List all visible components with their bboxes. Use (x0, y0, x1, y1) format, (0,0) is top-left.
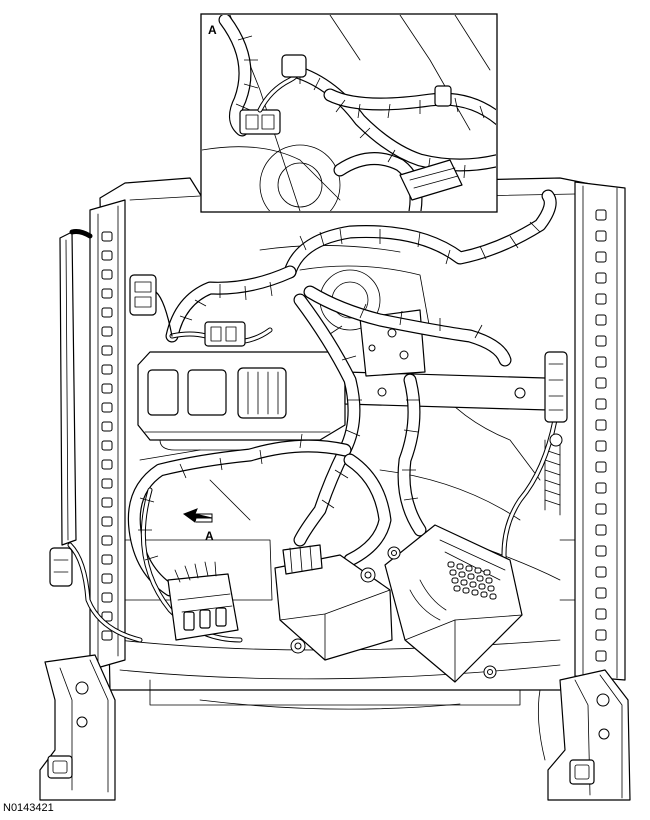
figure-reference-number: N0143421 (3, 802, 54, 814)
rail-slot (101, 326, 113, 337)
rail-slot (595, 314, 607, 326)
module-pin-slot (467, 573, 475, 580)
rail-slot (101, 630, 113, 641)
rail-slot (101, 421, 113, 432)
module-pin-slot (489, 593, 497, 600)
module-pin-slot (487, 585, 495, 592)
rail-slot (595, 524, 607, 536)
side-rail-connector (49, 547, 73, 587)
module-pin-slot (474, 567, 482, 574)
rail-slot (595, 650, 607, 662)
rail-slot (101, 288, 113, 299)
rail-slot (595, 209, 607, 221)
rail-slot (101, 611, 113, 622)
module-pin-slot (449, 569, 457, 576)
rail-slot (101, 554, 113, 565)
rail-slot (595, 272, 607, 284)
right-seat-rail (574, 181, 626, 681)
wiring-harness (67, 189, 558, 643)
left-lower-connector (167, 561, 239, 641)
front-left-seat-riser (39, 654, 116, 801)
module-pin-slot (456, 563, 464, 570)
rail-slot (595, 545, 607, 557)
rail-slot (101, 497, 113, 508)
rail-slot (595, 398, 607, 410)
module-pin-slot (483, 569, 491, 576)
module-pin-slot (469, 581, 477, 588)
module-pin-slot (476, 575, 484, 582)
rail-slot (595, 356, 607, 368)
module-pin-slot (485, 577, 493, 584)
rail-slot (101, 402, 113, 413)
rail-slot (101, 231, 113, 242)
callout-arrow-label: A (205, 529, 214, 543)
rail-slot (101, 345, 113, 356)
rail-slot (101, 307, 113, 318)
detail-inset-label: A (208, 23, 217, 37)
rail-slot (595, 608, 607, 620)
module-pin-slot (480, 591, 488, 598)
rail-slot (595, 503, 607, 515)
rail-slot (595, 629, 607, 641)
rail-slot (595, 440, 607, 452)
callout-arrow-a: A (182, 508, 214, 543)
rail-slot (595, 587, 607, 599)
module-pin-slot (465, 565, 473, 572)
rail-slot (595, 230, 607, 242)
rail-slot (101, 535, 113, 546)
rail-slot (595, 335, 607, 347)
module-pin-slot (447, 561, 455, 568)
rail-slot (101, 250, 113, 261)
module-pin-slot (451, 577, 459, 584)
center-upper-connector (204, 321, 246, 347)
rail-slot (101, 269, 113, 280)
module-pin-slot (458, 571, 466, 578)
rail-slot (101, 440, 113, 451)
rail-slot (101, 592, 113, 603)
seat-control-module-right (384, 524, 523, 683)
rail-slot (101, 478, 113, 489)
seat-control-module-left (274, 544, 393, 661)
rail-slot (101, 364, 113, 375)
rail-slot (595, 419, 607, 431)
rail-slot (595, 566, 607, 578)
rail-slot (101, 459, 113, 470)
module-pin-slot (471, 589, 479, 596)
rail-slot (101, 383, 113, 394)
rail-slot (101, 516, 113, 527)
left-upper-connector (129, 274, 173, 337)
rail-slot (595, 482, 607, 494)
detail-inset-a: A (200, 13, 498, 213)
left-seat-rail (59, 199, 126, 671)
rail-slot (595, 461, 607, 473)
right-side-connector (544, 351, 568, 447)
rail-slot (595, 377, 607, 389)
front-right-seat-riser (537, 669, 631, 801)
module-pin-slot (460, 579, 468, 586)
rail-slot (595, 293, 607, 305)
rail-slot (595, 251, 607, 263)
rail-slot (101, 573, 113, 584)
module-pin-slot (453, 585, 461, 592)
module-pin-slot (478, 583, 486, 590)
module-pin-slot (462, 587, 470, 594)
